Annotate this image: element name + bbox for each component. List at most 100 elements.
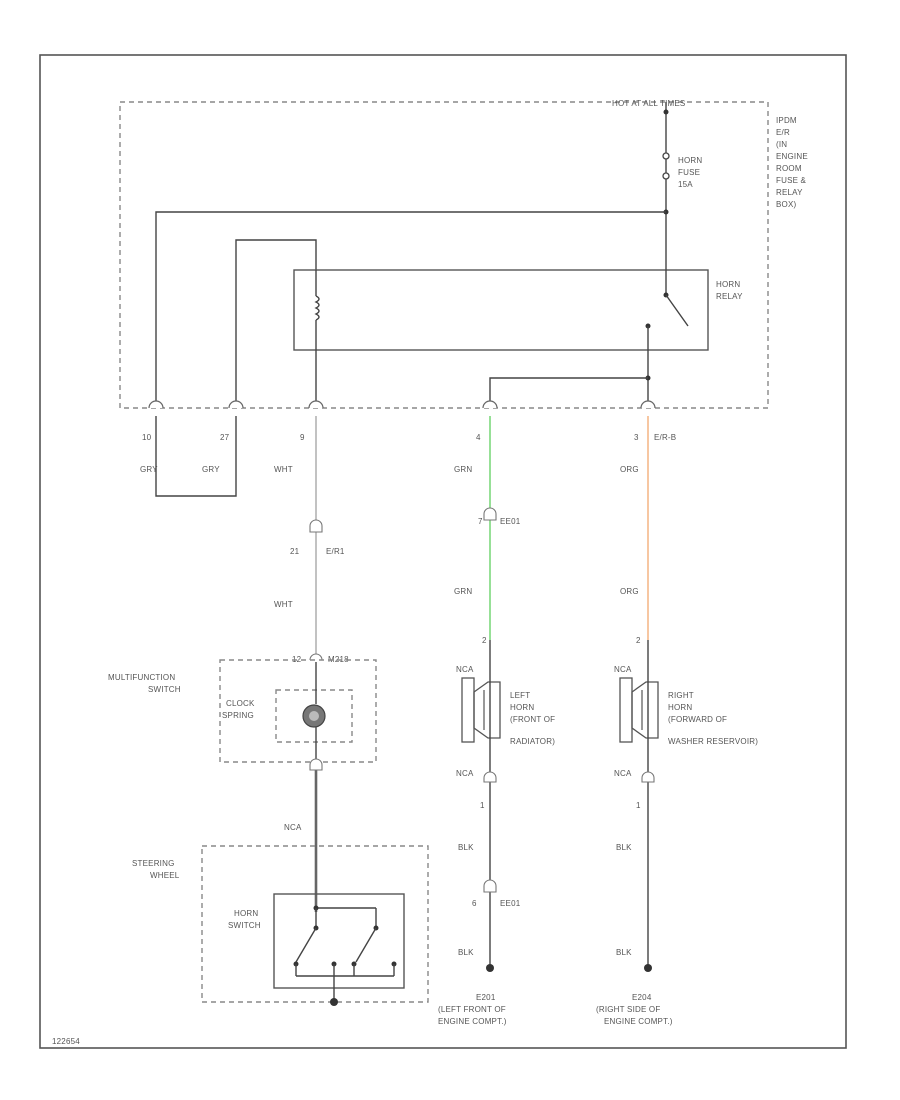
steering-ground-icon <box>330 998 338 1006</box>
horn-fuse-line: FUSE <box>678 168 700 177</box>
wire-color-label: GRN <box>454 587 472 596</box>
horn-fuse-terminal <box>662 152 670 160</box>
steering-wheel-line: WHEEL <box>150 871 180 880</box>
ipdm-name-line: ROOM <box>776 164 802 173</box>
horn-switch-contacts <box>293 905 397 1002</box>
right-horn-line: WASHER RESERVOIR) <box>668 737 758 746</box>
pin4-wire-inside <box>489 377 648 408</box>
wire-color-label: WHT <box>274 465 293 474</box>
multifunction-switch-line: SWITCH <box>148 685 181 694</box>
inline-connector-icon <box>309 519 323 533</box>
connector-name: EE01 <box>500 517 521 526</box>
ipdm-name-line: RELAY <box>776 188 803 197</box>
wire-color-label: BLK <box>616 948 632 957</box>
horn-switch-line: HORN <box>234 909 258 918</box>
multifunction-switch-box <box>219 659 377 763</box>
steering-wheel-line: STEERING <box>132 859 175 868</box>
connector-pin-icon <box>483 771 497 783</box>
wire-color-label: NCA <box>614 769 632 778</box>
right-horn-line: (FORWARD OF <box>668 715 727 724</box>
connector-name: EE01 <box>500 899 521 908</box>
horn-relay-line: RELAY <box>716 292 743 301</box>
horn-switch-arm <box>355 927 377 963</box>
left-horn-line: RADIATOR) <box>510 737 555 746</box>
connector-pin: 7 <box>478 517 483 526</box>
clock-spring-line: SPRING <box>222 711 254 720</box>
diagram-border <box>39 54 847 1049</box>
ground-e204-line: ENGINE COMPT.) <box>604 1017 673 1026</box>
pin-number: 3 <box>634 433 639 442</box>
ground-e201-line: E201 <box>476 993 496 1002</box>
horn-relay-line: HORN <box>716 280 740 289</box>
connector-pin-icon <box>309 758 323 771</box>
wire-color-label: NCA <box>456 665 474 674</box>
ipdm-name-line: IPDM <box>776 116 797 125</box>
pin-number: 27 <box>220 433 230 442</box>
right-horn-line: RIGHT <box>668 691 694 700</box>
ground-e204-line: E204 <box>632 993 652 1002</box>
ipdm-name-line: E/R <box>776 128 790 137</box>
wire-color-label: GRY <box>140 465 158 474</box>
horn-switch-box <box>273 893 405 989</box>
connector-pin: 21 <box>290 547 300 556</box>
connector-pin-icon <box>308 400 324 409</box>
ipdm-name-line: FUSE & <box>776 176 807 185</box>
wire-color-label: NCA <box>614 665 632 674</box>
hot-junction-dot <box>663 109 669 115</box>
clock-spring-core <box>309 711 319 721</box>
connector-pin: 6 <box>472 899 477 908</box>
right-horn-icon <box>619 677 659 743</box>
ipdm-name: IPDM E/R (IN ENGINE ROOM FUSE & RELAY BO… <box>776 116 808 209</box>
ipdm-er-box <box>119 101 769 409</box>
horn-fuse-line: 15A <box>678 180 693 189</box>
connector-pin: 2 <box>482 636 487 645</box>
hot-at-all-times-label: HOT AT ALL TIMES <box>612 99 685 108</box>
pin-number: 10 <box>142 433 152 442</box>
pin-number: 4 <box>476 433 481 442</box>
gry-loop-wire <box>155 416 237 497</box>
connector-pin-icon <box>640 400 656 409</box>
left-horn-line: HORN <box>510 703 534 712</box>
pin-number: 9 <box>300 433 305 442</box>
right-horn-line: HORN <box>668 703 692 712</box>
multifunction-switch-line: MULTIFUNCTION <box>108 673 175 682</box>
horn-fuse-terminal <box>662 172 670 180</box>
wire-color-label: ORG <box>620 465 639 474</box>
ipdm-name-line: BOX) <box>776 200 796 209</box>
relay-coil <box>314 295 320 321</box>
ground-e201-line: ENGINE COMPT.) <box>438 1017 507 1026</box>
horn-switch-line: SWITCH <box>228 921 261 930</box>
wire-color-label: BLK <box>458 843 474 852</box>
connector-pin-icon <box>482 400 498 409</box>
inline-connector-icon <box>483 879 497 893</box>
connector-pin: 1 <box>636 801 641 810</box>
left-horn-line: (FRONT OF <box>510 715 555 724</box>
clock-spring-box <box>275 689 353 743</box>
connector-pin-icon <box>309 653 323 661</box>
relay-switch-arm <box>665 294 689 327</box>
ground-e204-icon <box>644 964 652 972</box>
wire-color-label: GRY <box>202 465 220 474</box>
wire-color-label: BLK <box>616 843 632 852</box>
inline-connector-icon <box>483 507 497 521</box>
wire-color-label: BLK <box>458 948 474 957</box>
connector-pin: 2 <box>636 636 641 645</box>
connector-pin-icon <box>641 771 655 783</box>
connector-pin: 1 <box>480 801 485 810</box>
wire-color-label: WHT <box>274 600 293 609</box>
connector-name: E/R1 <box>326 547 345 556</box>
connector-pin-icon <box>228 400 244 409</box>
wire-color-label: NCA <box>284 823 302 832</box>
horn-switch-arm <box>295 927 317 963</box>
ipdm-name-line: ENGINE <box>776 152 808 161</box>
ground-e204-line: (RIGHT SIDE OF <box>596 1005 660 1014</box>
pin27-wire <box>235 239 317 408</box>
steering-wheel-box <box>201 845 429 1003</box>
connector-pin-icon <box>148 400 164 409</box>
ground-e201-icon <box>486 964 494 972</box>
wire-color-label: ORG <box>620 587 639 596</box>
connector-id: E/R-B <box>654 433 676 442</box>
ipdm-connector-pins <box>148 400 656 409</box>
wire-color-label: NCA <box>456 769 474 778</box>
